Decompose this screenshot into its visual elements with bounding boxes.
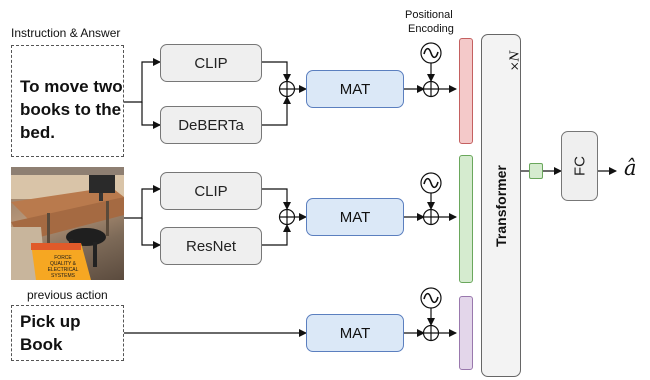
- output-token: [529, 163, 543, 179]
- resnet-to-sum-line: [262, 224, 291, 246]
- clip2-to-sum-line: [262, 188, 291, 210]
- transformer-block: Transformer: [481, 34, 521, 377]
- sine-wave-icon: [420, 287, 442, 309]
- instruction-line: books to the: [20, 100, 122, 119]
- previous-action-label: previous action: [27, 288, 108, 302]
- sum-operator-text: [278, 80, 296, 98]
- fc-label: FC: [571, 156, 588, 176]
- action-token-bar: [459, 296, 473, 370]
- scene-illustration: FORCE QUALITY & ELECTRICAL SYSTEMS: [11, 167, 124, 280]
- text-token-bar: [459, 38, 473, 144]
- pe-add-operator-action: [422, 324, 440, 342]
- sine-wave-icon: [420, 42, 442, 64]
- book-cover-text: FORCE: [54, 255, 72, 261]
- layer-repeat-label: ×N: [507, 50, 522, 72]
- text-to-deberta-line: [141, 102, 160, 126]
- answer-output-label: â: [624, 156, 637, 180]
- mat-module-action: MAT: [306, 314, 404, 352]
- book-cover-text: ELECTRICAL: [48, 267, 79, 273]
- clip-to-sum-line: [262, 61, 288, 81]
- instruction-answer-label: Instruction & Answer: [11, 26, 121, 40]
- text-to-clip-line: [124, 58, 161, 103]
- image-to-resnet-line: [141, 218, 161, 249]
- deberta-to-sum-line: [262, 97, 288, 126]
- mat-module-text: MAT: [306, 70, 404, 108]
- previous-action-text: Pick up Book: [20, 312, 81, 354]
- scene-image: FORCE QUALITY & ELECTRICAL SYSTEMS: [11, 167, 124, 280]
- image-to-clip-line: [124, 185, 161, 219]
- transformer-label: Transformer: [493, 164, 509, 247]
- deberta-encoder: DeBERTa: [160, 106, 262, 144]
- instruction-line: To move two: [20, 77, 123, 96]
- clip-image-encoder: CLIP: [160, 172, 262, 210]
- previous-action-box: Pick up Book: [11, 305, 124, 361]
- book-cover-text: SYSTEMS: [51, 273, 76, 279]
- instruction-box: To move two books to the bed.: [11, 45, 124, 157]
- encoding-label: Encoding: [408, 23, 454, 35]
- resnet-encoder: ResNet: [160, 227, 262, 265]
- clip-text-encoder: CLIP: [160, 44, 262, 82]
- image-token-bar: [459, 155, 473, 283]
- sine-wave-icon: [420, 172, 442, 194]
- pe-add-operator-text: [422, 80, 440, 98]
- positional-label: Positional: [405, 9, 453, 21]
- sum-operator-image: [278, 208, 296, 226]
- instruction-line: bed.: [20, 123, 55, 142]
- pe-add-operator-image: [422, 208, 440, 226]
- fc-layer: FC: [561, 131, 598, 201]
- mat-module-image: MAT: [306, 198, 404, 236]
- book-cover-text: QUALITY &: [50, 261, 77, 267]
